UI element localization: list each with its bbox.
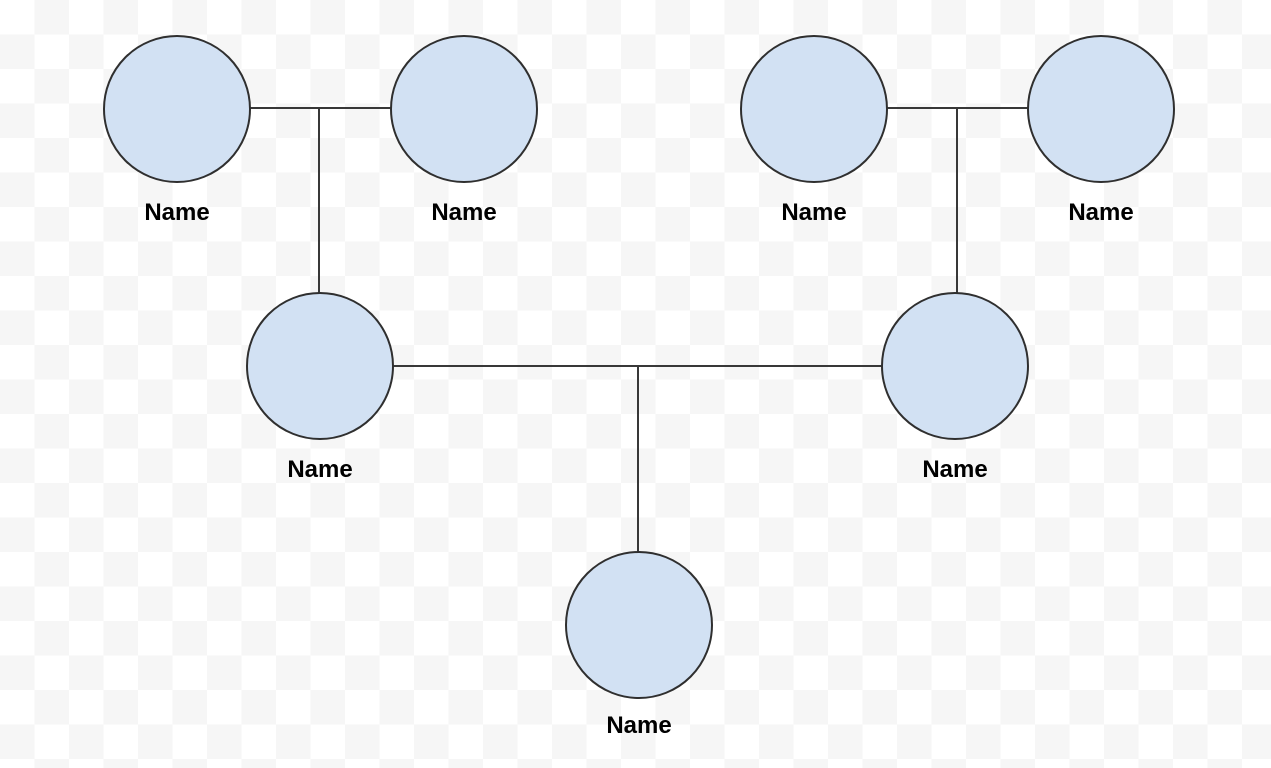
person-node-parent-2[interactable]: Name bbox=[881, 292, 1029, 483]
person-name-label: Name bbox=[144, 199, 209, 226]
person-node-grandparent-2[interactable]: Name bbox=[390, 35, 538, 226]
person-node-grandparent-4[interactable]: Name bbox=[1027, 35, 1175, 226]
person-name-label: Name bbox=[922, 456, 987, 483]
person-name-label: Name bbox=[287, 456, 352, 483]
person-circle-child-1[interactable] bbox=[565, 551, 713, 699]
person-name-label: Name bbox=[781, 199, 846, 226]
person-name-label: Name bbox=[431, 199, 496, 226]
person-name-label: Name bbox=[1068, 199, 1133, 226]
person-circle-grandparent-4[interactable] bbox=[1027, 35, 1175, 183]
person-node-parent-1[interactable]: Name bbox=[246, 292, 394, 483]
person-node-grandparent-1[interactable]: Name bbox=[103, 35, 251, 226]
person-node-grandparent-3[interactable]: Name bbox=[740, 35, 888, 226]
person-circle-parent-1[interactable] bbox=[246, 292, 394, 440]
person-node-child-1[interactable]: Name bbox=[565, 551, 713, 739]
person-circle-grandparent-1[interactable] bbox=[103, 35, 251, 183]
person-name-label: Name bbox=[606, 712, 671, 739]
person-circle-grandparent-2[interactable] bbox=[390, 35, 538, 183]
person-circle-grandparent-3[interactable] bbox=[740, 35, 888, 183]
person-circle-parent-2[interactable] bbox=[881, 292, 1029, 440]
